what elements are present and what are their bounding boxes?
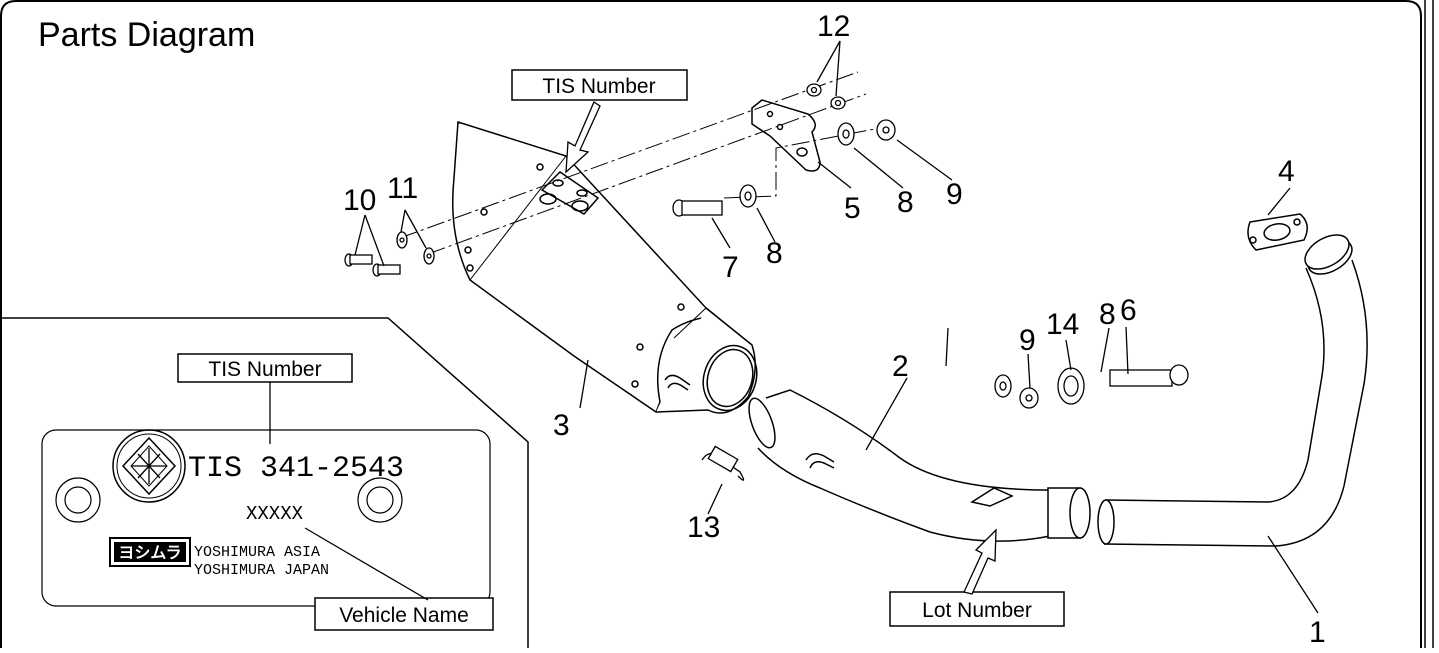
gasket-part-4 (1247, 213, 1308, 251)
leader-lines (354, 40, 1319, 614)
svg-text:Vehicle Name: Vehicle Name (339, 604, 469, 627)
part-label-9-upper: 9 (946, 178, 963, 211)
callout-lot-number: Lot Number (889, 528, 1065, 627)
inset-panel-border (0, 317, 529, 648)
part-label-12: 12 (817, 10, 850, 43)
svg-text:Lot Number: Lot Number (922, 599, 1032, 622)
plate-line-1: YOSHIMURA ASIA (194, 544, 320, 561)
part-label-9-lower: 9 (1019, 324, 1036, 357)
nut-part-9 (876, 119, 1039, 409)
plate-mount-hole-left (55, 477, 101, 523)
plate-tis-text: TIS 341-2543 (188, 452, 404, 486)
part-label-5: 5 (844, 192, 861, 225)
part-label-11: 11 (387, 172, 418, 205)
bolt-part-7 (672, 199, 723, 217)
bracket-part-5 (751, 99, 821, 172)
part-label-2: 2 (892, 350, 909, 383)
part-label-1: 1 (1309, 616, 1326, 648)
bolt-part-10 (344, 253, 401, 277)
part-label-14: 14 (1046, 308, 1079, 341)
collar-part-14 (1057, 367, 1085, 405)
callout-tis-number-inset: TIS Number (177, 353, 353, 444)
part-number-labels: 1 2 3 4 5 6 7 8 8 8 9 9 10 11 12 13 14 (343, 10, 1326, 649)
part-label-3: 3 (553, 409, 570, 442)
part-label-7: 7 (722, 251, 739, 284)
muffler-part-3 (451, 120, 758, 414)
edge-strip (1424, 0, 1434, 648)
plate-vehicle-placeholder: XXXXX (246, 503, 304, 525)
katakana-logo-text: ヨシムラ (118, 545, 181, 562)
part-label-8-upper: 8 (897, 186, 914, 219)
callout-vehicle-name: Vehicle Name (304, 527, 494, 631)
id-plate: TIS 341-2543 XXXXX ヨシムラ YOSHIMURA ASIA Y… (41, 429, 491, 607)
svg-text:TIS Number: TIS Number (542, 75, 655, 98)
assembly-axis-lines (399, 71, 881, 255)
part-label-4: 4 (1278, 155, 1295, 188)
part-label-6: 6 (1120, 294, 1137, 327)
yoshimura-katakana-logo: ヨシムラ (109, 537, 191, 567)
plate-line-2: YOSHIMURA JAPAN (194, 562, 329, 579)
bolt-part-6 (1109, 364, 1189, 387)
part-label-8-lower: 8 (1099, 298, 1116, 331)
yoshimura-emblem-icon (112, 429, 186, 503)
head-pipe-part-1 (1097, 234, 1368, 547)
washer-part-11 (396, 231, 435, 265)
part-label-10: 10 (343, 184, 376, 217)
callout-tis-number-top: TIS Number (511, 69, 688, 174)
part-label-8-mid: 8 (766, 237, 783, 270)
washer-part-8 (739, 122, 1012, 398)
tis-arrow-icon (565, 101, 601, 174)
mid-pipe-part-2 (748, 389, 1091, 542)
page-title: Parts Diagram (38, 16, 255, 54)
plate-mount-hole-right (357, 477, 403, 523)
spring-part-13 (701, 445, 745, 481)
svg-text:TIS Number: TIS Number (208, 358, 321, 381)
part-label-13: 13 (687, 511, 720, 544)
lot-arrow-icon (963, 528, 997, 595)
nut-part-12 (806, 83, 846, 110)
